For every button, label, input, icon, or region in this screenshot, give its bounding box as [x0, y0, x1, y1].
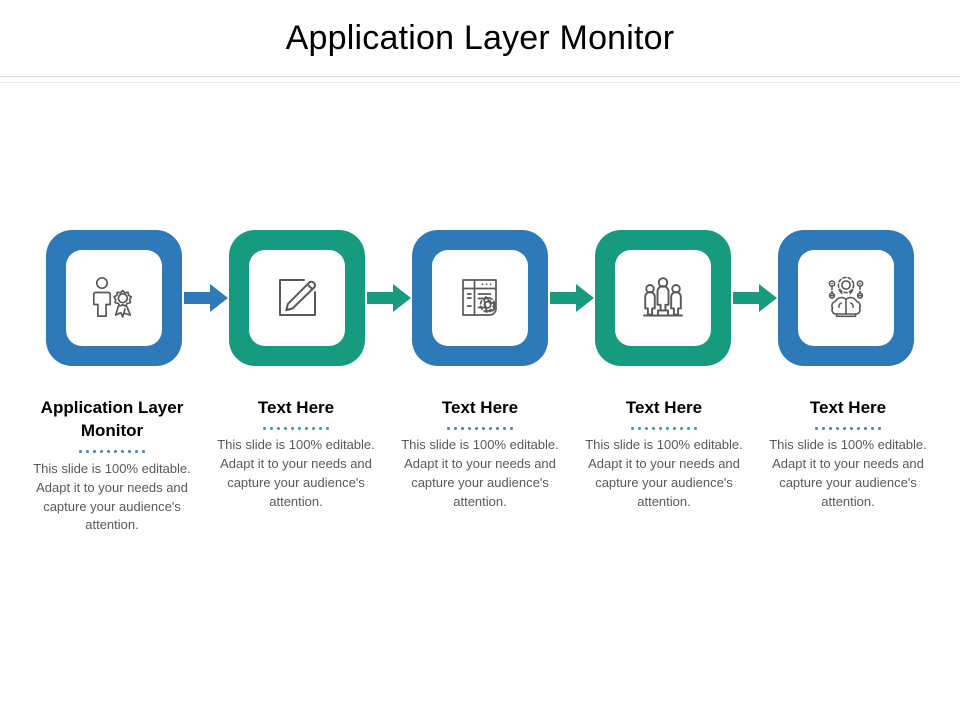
- process-node-3-inner: [432, 250, 528, 346]
- caption-column-2: Text Here This slide is 100% editable. A…: [204, 396, 388, 512]
- connector-2: [365, 283, 412, 313]
- process-flow-diagram: [46, 228, 914, 368]
- header-divider-secondary: [0, 82, 960, 83]
- caption-column-3: Text Here This slide is 100% editable. A…: [388, 396, 572, 512]
- caption-columns: Application Layer Monitor This slide is …: [20, 396, 940, 535]
- caption-heading: Text Here: [625, 398, 703, 417]
- team-podium-people-icon: [636, 271, 690, 325]
- caption-body: This slide is 100% editable. Adapt it to…: [585, 437, 743, 509]
- page-title: Application Layer Monitor: [285, 19, 675, 58]
- process-node-2[interactable]: [229, 230, 365, 366]
- arrow-right-icon: [732, 284, 777, 312]
- document-gear-settings-icon: [453, 271, 507, 325]
- arrow-shaft: [549, 292, 578, 304]
- brain-gear-thinking-icon: [819, 271, 873, 325]
- arrow-right-icon: [366, 284, 411, 312]
- process-node-1-inner: [66, 250, 162, 346]
- caption-body: This slide is 100% editable. Adapt it to…: [769, 437, 927, 509]
- caption-divider: [79, 450, 145, 454]
- process-node-5-inner: [798, 250, 894, 346]
- caption-divider: [815, 426, 881, 430]
- person-award-icon: [87, 271, 141, 325]
- arrow-right-icon: [549, 284, 594, 312]
- caption-body: This slide is 100% editable. Adapt it to…: [33, 460, 191, 533]
- connector-1: [182, 283, 229, 313]
- caption-heading: Text Here: [441, 398, 519, 417]
- process-node-1[interactable]: [46, 230, 182, 366]
- caption-body: This slide is 100% editable. Adapt it to…: [217, 437, 375, 509]
- caption-divider: [263, 426, 329, 430]
- caption-body: This slide is 100% editable. Adapt it to…: [401, 437, 559, 509]
- caption-heading: Text Here: [809, 398, 887, 417]
- caption-column-4: Text Here This slide is 100% editable. A…: [572, 396, 756, 512]
- caption-divider: [447, 426, 513, 430]
- pencil-edit-square-icon: [270, 271, 324, 325]
- arrow-head: [209, 284, 228, 312]
- connector-4: [731, 283, 778, 313]
- caption-column-1: Application Layer Monitor This slide is …: [20, 396, 204, 535]
- arrow-head: [758, 284, 777, 312]
- process-node-2-inner: [249, 250, 345, 346]
- caption-heading: Application Layer Monitor: [40, 398, 184, 441]
- process-node-5[interactable]: [778, 230, 914, 366]
- arrow-shaft: [183, 292, 212, 304]
- process-node-3[interactable]: [412, 230, 548, 366]
- arrow-shaft: [366, 292, 395, 304]
- process-node-4[interactable]: [595, 230, 731, 366]
- arrow-right-icon: [183, 284, 228, 312]
- process-node-4-inner: [615, 250, 711, 346]
- arrow-head: [392, 284, 411, 312]
- header-divider: [0, 76, 960, 77]
- caption-divider: [631, 426, 697, 430]
- caption-column-5: Text Here This slide is 100% editable. A…: [756, 396, 940, 512]
- arrow-head: [575, 284, 594, 312]
- caption-heading: Text Here: [257, 398, 335, 417]
- slide-header: Application Layer Monitor: [0, 0, 960, 78]
- connector-3: [548, 283, 595, 313]
- arrow-shaft: [732, 292, 761, 304]
